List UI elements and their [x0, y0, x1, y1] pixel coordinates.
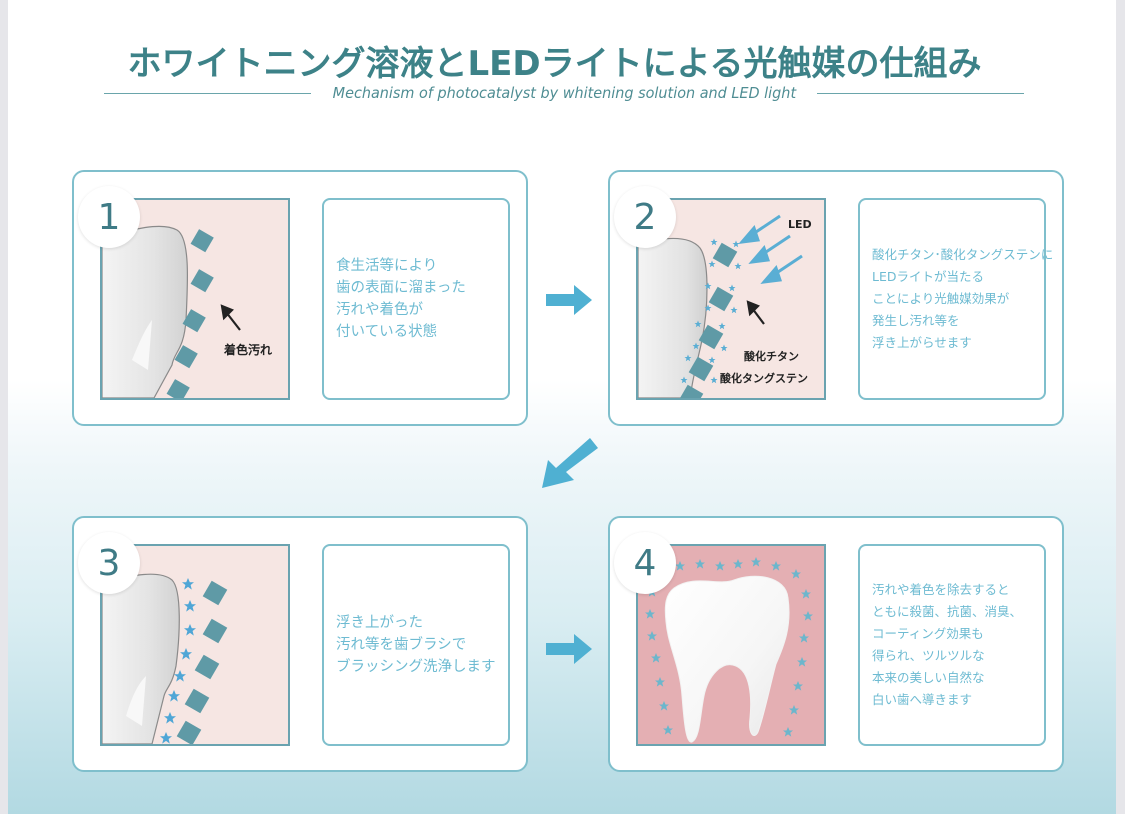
stain-particle — [202, 618, 228, 644]
stain-particle — [194, 654, 220, 680]
description-line: コーティング効果も — [872, 626, 984, 641]
tungsten-oxide-label: 酸化タングステン — [720, 371, 808, 385]
step-number-badge: 1 — [78, 186, 140, 248]
stain-particle — [182, 309, 206, 333]
description-line: 白い歯へ導きます — [872, 692, 973, 707]
step-card-1: 1 着色汚れ 食生活等により — [72, 170, 528, 426]
step-4-description: 汚れや着色を除去すると ともに殺菌、抗菌、消臭、 コーティング効果も 得られ、ツ… — [858, 544, 1046, 746]
right-arrow-icon — [546, 285, 592, 315]
stain-particle — [166, 379, 190, 398]
description-line: 食生活等により — [336, 258, 438, 274]
description-line: 本来の美しい自然な — [872, 670, 985, 685]
pointer-arrow — [746, 300, 765, 325]
description-line: 汚れや着色が — [336, 302, 423, 318]
tooth-shape — [102, 225, 189, 398]
step-1-description: 食生活等により 歯の表面に溜まった 汚れや着色が 付いている状態 — [322, 198, 510, 400]
photocatalyst-diagram: LED 酸化チタン 酸化タングステン — [638, 214, 812, 398]
description-line: ともに殺菌、抗菌、消臭、 — [872, 604, 1023, 619]
step-2-description: 酸化チタン･酸化タングステンに LEDライトが当たる ことにより光触媒効果が 発… — [858, 198, 1053, 400]
description-line: ことにより光触媒効果が — [872, 291, 1010, 306]
stain-particle — [698, 324, 724, 350]
step-number-badge: 4 — [614, 532, 676, 594]
description-line: 歯の表面に溜まった — [336, 280, 466, 296]
stain-particle — [678, 384, 704, 398]
stain-label: 着色汚れ — [223, 342, 272, 357]
stain-particle — [202, 580, 228, 606]
tooth-shape — [102, 573, 180, 744]
description-line: LEDライトが当たる — [872, 269, 984, 284]
description-line: 浮き上がらせます — [872, 335, 972, 350]
step-card-2: 2 LED — [608, 170, 1064, 426]
description-line: 得られ、ツルツルな — [872, 648, 985, 663]
description-line: 発生し汚れ等を — [872, 313, 960, 328]
tooth-stain-diagram: 着色汚れ — [102, 225, 272, 398]
clean-tooth-diagram — [645, 557, 813, 743]
description-line: 汚れ等を歯ブラシで — [336, 637, 467, 653]
led-label: LED — [788, 218, 812, 231]
led-light-arrows — [738, 214, 803, 284]
brushing-diagram — [102, 573, 228, 744]
subtitle-rule-right — [817, 92, 1024, 94]
subtitle-row: Mechanism of photocatalyst by whitening … — [104, 82, 1024, 104]
stain-particle — [712, 242, 738, 268]
step-number-badge: 3 — [78, 532, 140, 594]
stain-particle — [190, 229, 214, 253]
step-number-badge: 2 — [614, 186, 676, 248]
stain-particle — [184, 688, 210, 714]
titanium-oxide-label: 酸化チタン — [744, 349, 799, 363]
stain-particle — [174, 345, 198, 369]
white-tooth — [664, 575, 790, 743]
description-line: ブラッシング洗浄します — [336, 659, 496, 675]
step-3-illustration — [100, 544, 290, 746]
step-card-3: 3 浮き — [72, 516, 528, 772]
down-left-arrow-icon — [542, 438, 598, 488]
pointer-arrow — [220, 304, 241, 331]
description-line: 汚れや着色を除去すると — [872, 582, 1010, 597]
step-3-description: 浮き上がった 汚れ等を歯ブラシで ブラッシング洗浄します — [322, 544, 510, 746]
stain-particle — [708, 286, 734, 312]
stain-particle — [190, 269, 214, 293]
page-title: ホワイトニング溶液とLEDライトによる光触媒の仕組み — [127, 44, 982, 84]
description-line: 浮き上がった — [336, 615, 423, 631]
description-line: 酸化チタン･酸化タングステンに — [872, 247, 1054, 262]
subtitle-rule-left — [104, 92, 311, 94]
description-line: 付いている状態 — [336, 324, 438, 340]
step-card-4: 4 汚れや着色を除去すると ともに殺菌、抗菌、消臭、 コーティ — [608, 516, 1064, 772]
stain-particle — [688, 356, 714, 382]
right-arrow-icon — [546, 634, 592, 664]
page-subtitle: Mechanism of photocatalyst by whitening … — [332, 84, 796, 102]
stain-particle — [176, 720, 202, 744]
